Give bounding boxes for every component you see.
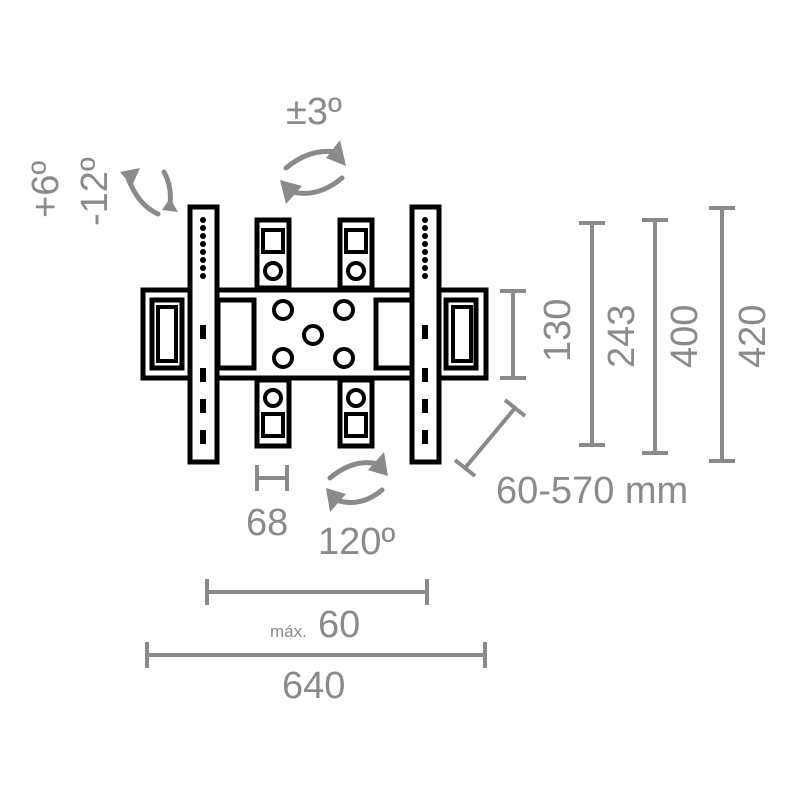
bolt bbox=[333, 347, 355, 369]
dim-68 bbox=[255, 465, 289, 491]
dim-130 bbox=[500, 289, 526, 380]
swivel-label: ±3º bbox=[286, 91, 342, 133]
height-400-label: 400 bbox=[664, 305, 706, 368]
depth-label: 60-570 mm bbox=[496, 470, 688, 512]
dim-400 bbox=[642, 218, 668, 455]
arm-slot bbox=[344, 228, 368, 254]
side-box-left-inner bbox=[215, 297, 257, 371]
center-bolts bbox=[272, 299, 355, 369]
height-130-label: 130 bbox=[537, 299, 579, 362]
dim-420 bbox=[709, 206, 735, 463]
side-box-right-inner bbox=[373, 297, 415, 371]
dim-depth bbox=[453, 398, 527, 478]
swivel-top-arrow-icon bbox=[280, 140, 346, 204]
inner-arm-right bbox=[337, 217, 375, 449]
dim-max-width bbox=[205, 579, 429, 605]
rail-body bbox=[187, 204, 220, 465]
inner-arm-left bbox=[254, 217, 292, 449]
rotation-bottom-arrow-icon bbox=[326, 452, 388, 512]
tilt-arrow-icon bbox=[120, 168, 178, 217]
bolt bbox=[302, 324, 324, 346]
rotation-label: 120º bbox=[318, 521, 395, 563]
dim-243 bbox=[579, 221, 605, 447]
width-68-label: 68 bbox=[246, 502, 288, 544]
arm-slot bbox=[344, 412, 368, 438]
dim-640 bbox=[145, 642, 487, 668]
rail-left bbox=[187, 204, 220, 465]
height-243-label: 243 bbox=[601, 305, 643, 368]
side-slot-left bbox=[156, 305, 178, 363]
rail-right bbox=[409, 204, 442, 465]
total-width-label: 640 bbox=[282, 665, 345, 707]
side-slot-right bbox=[451, 305, 473, 363]
arm-bolt bbox=[263, 388, 283, 408]
tilt-down-label: -12º bbox=[74, 157, 116, 226]
tilt-up-label: +6º bbox=[25, 161, 67, 218]
arm-bolt bbox=[346, 261, 366, 281]
bolt bbox=[333, 299, 355, 321]
bolt bbox=[272, 299, 294, 321]
max-width-label: 60 bbox=[318, 604, 360, 646]
arm-bolt bbox=[263, 261, 283, 281]
bolt bbox=[272, 347, 294, 369]
arm-slot bbox=[261, 412, 285, 438]
height-420-label: 420 bbox=[732, 305, 774, 368]
max-prefix-label: máx. bbox=[270, 622, 307, 641]
arm-slot bbox=[261, 228, 285, 254]
arm-bolt bbox=[346, 388, 366, 408]
